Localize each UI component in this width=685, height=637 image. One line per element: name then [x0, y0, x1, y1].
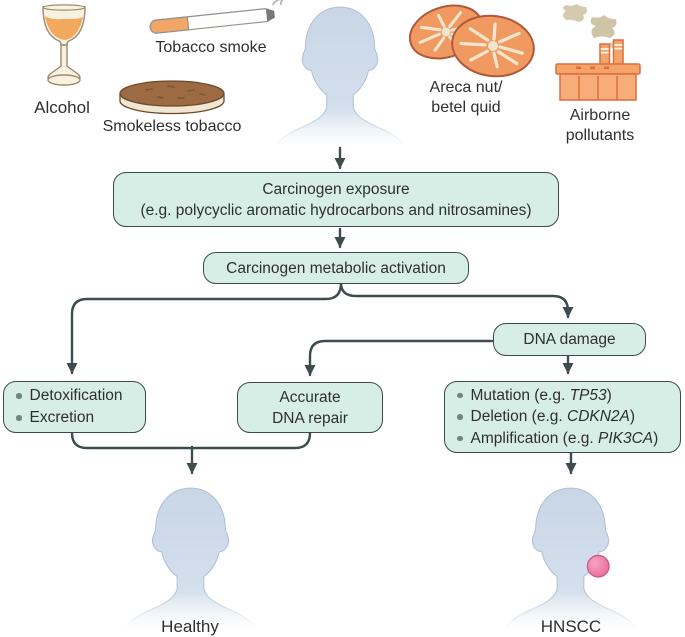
bullet-dot	[16, 393, 22, 399]
metabolic-activation-box: Carcinogen metabolic activation	[203, 252, 469, 284]
mutation-item-label: Mutation (e.g. TP53)	[470, 386, 612, 404]
gene-name: PIK3CA	[598, 429, 654, 447]
person-head-icon	[267, 2, 413, 153]
bullet-dot	[457, 392, 463, 399]
bullet-dot	[457, 414, 463, 420]
mutation-item: Mutation (e.g. TP53)	[457, 385, 680, 407]
dna-damage-label: DNA damage	[523, 331, 616, 348]
detox-item: Detoxification	[16, 385, 145, 407]
arrow-dnadamage-to-repair	[304, 339, 494, 377]
detox-item-label: Excretion	[29, 409, 95, 426]
carcinogen-exposure-line1: Carcinogen exposure	[262, 180, 410, 198]
gene-name: CDKN2A	[567, 408, 630, 426]
carcinogen-exposure-box: Carcinogen exposure (e.g. polycyclic aro…	[113, 172, 559, 227]
alcohol-label: Alcohol	[34, 98, 90, 117]
areca-label-line1: Areca nut/	[429, 79, 503, 96]
hnscc-label: HNSCC	[540, 617, 602, 636]
line-repair-to-merge	[190, 431, 312, 450]
tobacco-puck-icon	[119, 80, 225, 115]
mutation-item-label: Deletion (e.g. CDKN2A)	[470, 408, 636, 426]
healthy-head-icon	[117, 483, 264, 635]
airborne-label-line2: pollutants	[565, 127, 635, 144]
airborne-label-line1: Airborne	[569, 107, 631, 124]
tobacco-smoke-label: Tobacco smoke	[155, 39, 267, 56]
healthy-label: Healthy	[161, 617, 219, 636]
bullet-dot	[16, 415, 22, 421]
arrow-metabolic-to-detox	[66, 281, 343, 375]
airborne-label: Airborne pollutants	[544, 106, 656, 146]
factory-icon	[555, 4, 641, 101]
line-detox-to-merge	[70, 431, 195, 450]
areca-label: Areca nut/ betel quid	[400, 78, 532, 118]
detox-item: Excretion	[16, 407, 145, 429]
arrow-metabolic-to-dnadamage	[339, 281, 574, 319]
wine-glass-icon	[42, 4, 86, 86]
metabolic-activation-label: Carcinogen metabolic activation	[226, 259, 446, 277]
hnscc-head-icon	[497, 483, 644, 635]
tumor-icon	[586, 554, 610, 578]
mutation-item-label: Amplification (e.g. PIK3CA)	[470, 429, 659, 447]
detox-item-label: Detoxification	[29, 387, 123, 404]
areca-label-line2: betel quid	[431, 99, 501, 116]
accurate-dna-repair-box: Accurate DNA repair	[237, 382, 383, 433]
repair-line2: DNA repair	[272, 409, 348, 427]
gene-name: TP53	[569, 386, 607, 404]
mutation-item: Deletion (e.g. CDKN2A)	[457, 406, 680, 428]
smokeless-tobacco-label: Smokeless tobacco	[102, 118, 242, 135]
mutation-box: Mutation (e.g. TP53) Deletion (e.g. CDKN…	[444, 381, 681, 453]
cigarette-icon	[149, 0, 287, 34]
carcinogen-exposure-line2: (e.g. polycyclic aromatic hydrocarbons a…	[140, 201, 532, 219]
smoke-puffs	[563, 4, 622, 49]
areca-nut-icon	[408, 4, 535, 78]
repair-line1: Accurate	[279, 388, 341, 406]
detoxification-box: Detoxification Excretion	[3, 381, 146, 433]
dna-damage-box: DNA damage	[493, 323, 646, 356]
bullet-dot	[457, 435, 463, 442]
mutation-item: Amplification (e.g. PIK3CA)	[457, 428, 680, 450]
